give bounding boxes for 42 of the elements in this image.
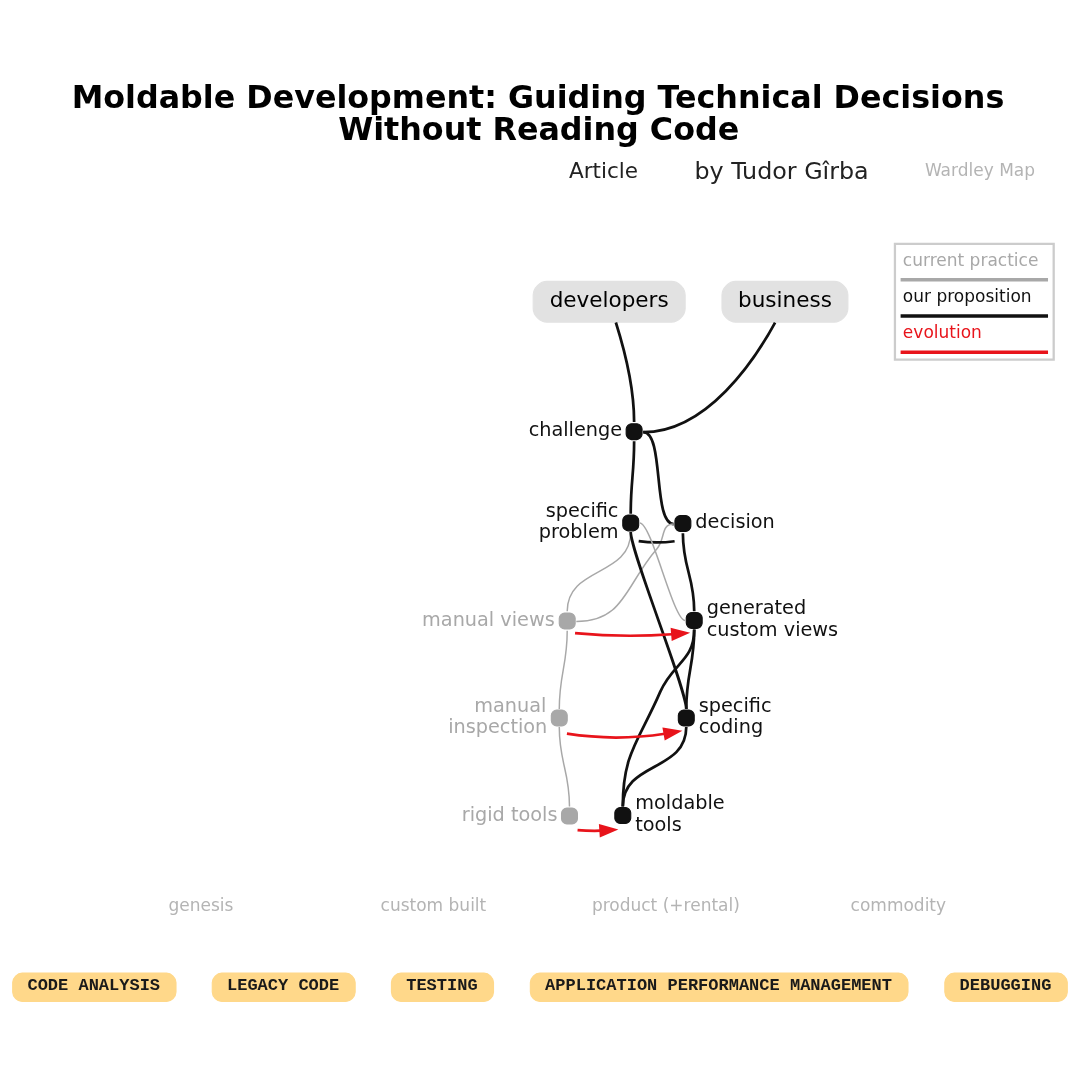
node-box: CODE ANALYSIS (12, 972, 177, 1002)
node-label: specific problem (538, 498, 619, 543)
connector (614, 321, 636, 422)
node-box: APPLICATION PERFORMANCE MANAGEMENT (529, 972, 909, 1002)
connector (621, 726, 688, 807)
node-label: manual views (422, 607, 555, 631)
node-label: rigid tools (461, 802, 558, 826)
connector (681, 532, 696, 611)
node-label: specific coding (698, 693, 772, 738)
arrow (566, 726, 683, 741)
label: by Tudor Gîrba (694, 156, 869, 185)
connector (639, 521, 686, 621)
connector (638, 539, 675, 544)
node-label: generated custom views (706, 595, 839, 641)
node-box: LEGACY CODE (211, 972, 356, 1002)
connector (629, 440, 636, 514)
arrow (577, 823, 619, 837)
node-box: TESTING (390, 972, 495, 1002)
label: genesis (168, 894, 234, 915)
node-label: moldable tools (635, 790, 725, 836)
connector (642, 430, 675, 525)
node-box: DEBUGGING (944, 972, 1068, 1002)
label: commodity (850, 894, 947, 915)
label: custom built (380, 894, 487, 915)
node-label: decision (695, 509, 775, 533)
connector (558, 629, 568, 710)
label: Article (568, 157, 639, 183)
arrow (574, 627, 691, 641)
legend-label: evolution (902, 321, 982, 342)
legend-label: current practice (902, 249, 1039, 270)
node-label: challenge (528, 417, 623, 441)
connector (684, 629, 696, 709)
connector (575, 522, 675, 622)
connector (643, 321, 777, 434)
connector (558, 725, 571, 807)
diagram-title: Moldable Development: Guiding Technical Decisions Without Reading Code (71, 78, 1005, 147)
label: Wardley Map (924, 159, 1036, 180)
label: product (+rental) (591, 894, 740, 915)
legend-label: our proposition (902, 285, 1032, 306)
node-label: manual inspection (448, 693, 548, 738)
node-box: business (721, 280, 849, 323)
node-box: developers (532, 280, 686, 323)
